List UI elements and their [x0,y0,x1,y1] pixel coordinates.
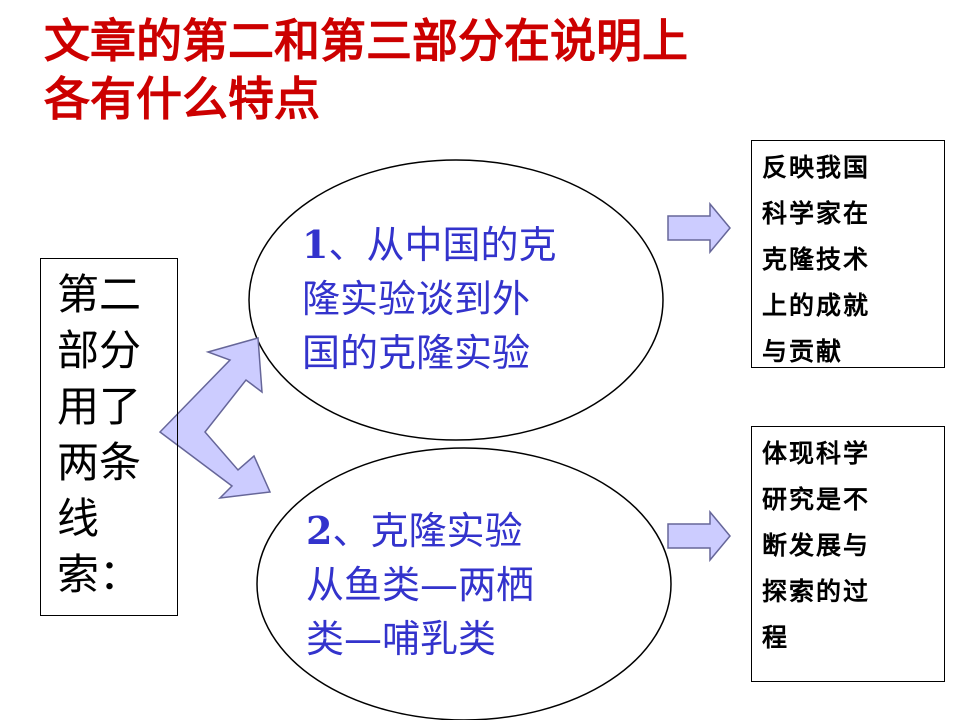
right-box-development: 体现科学 研究是不 断发展与 探索的过 程 [751,426,945,682]
right-box-top-line: 科学家在 [762,199,871,228]
left-box-two-clues: 第二 部分 用了 两条 线 索： [40,258,178,616]
right-box-achievements: 反映我国 科学家在 克隆技术 上的成就 与贡献 [751,140,945,368]
right-box-top-line: 反映我国 [762,153,871,182]
curved-double-arrow-icon [158,337,272,500]
ellipse-bottom-line-1: 2、克隆实验 [306,504,534,558]
left-box-line: 部分 [57,326,142,375]
ellipse-top-line-1: 1、从中国的克 [302,218,556,272]
ellipse-bottom [256,447,672,720]
ellipse-top-line-1-text: 、从中国的克 [328,223,557,267]
arrow-right-top-icon [667,201,731,255]
right-box-bottom-line: 研究是不 [762,485,871,514]
ellipse-bottom-line-3: 类—哺乳类 [306,617,497,661]
right-box-top-line: 克隆技术 [762,245,871,274]
right-box-bottom-line: 程 [762,623,790,652]
right-box-bottom-line: 断发展与 [762,531,871,560]
ellipse-top-text: 1、从中国的克 隆实验谈到外 国的克隆实验 [302,218,556,380]
left-box-line: 线 [57,494,100,543]
title-line-1: 文章的第二和第三部分在说明上 [44,14,688,68]
clue-number-2: 2 [306,508,333,553]
arrow-right-bottom-icon [667,509,731,563]
right-box-top-line: 与贡献 [762,337,844,366]
ellipse-top [248,159,664,441]
ellipse-top-line-2: 隆实验谈到外 [302,277,531,321]
ellipse-bottom-line-2: 从鱼类—两栖 [306,563,535,607]
title-line-2: 各有什么特点 [44,72,320,126]
left-box-line: 索： [57,550,142,599]
ellipse-bottom-text: 2、克隆实验 从鱼类—两栖 类—哺乳类 [306,504,534,666]
left-box-line: 用了 [57,382,142,431]
left-box-line: 第二 [57,270,142,319]
left-box-line: 两条 [57,438,142,487]
slide-title: 文章的第二和第三部分在说明上 各有什么特点 [44,12,924,128]
ellipse-bottom-line-1-text: 、克隆实验 [332,509,523,553]
right-box-top-line: 上的成就 [762,291,871,320]
right-box-bottom-line: 探索的过 [762,577,871,606]
ellipse-top-line-3: 国的克隆实验 [302,331,531,375]
right-box-bottom-line: 体现科学 [762,439,871,468]
clue-number-1: 1 [302,222,329,267]
